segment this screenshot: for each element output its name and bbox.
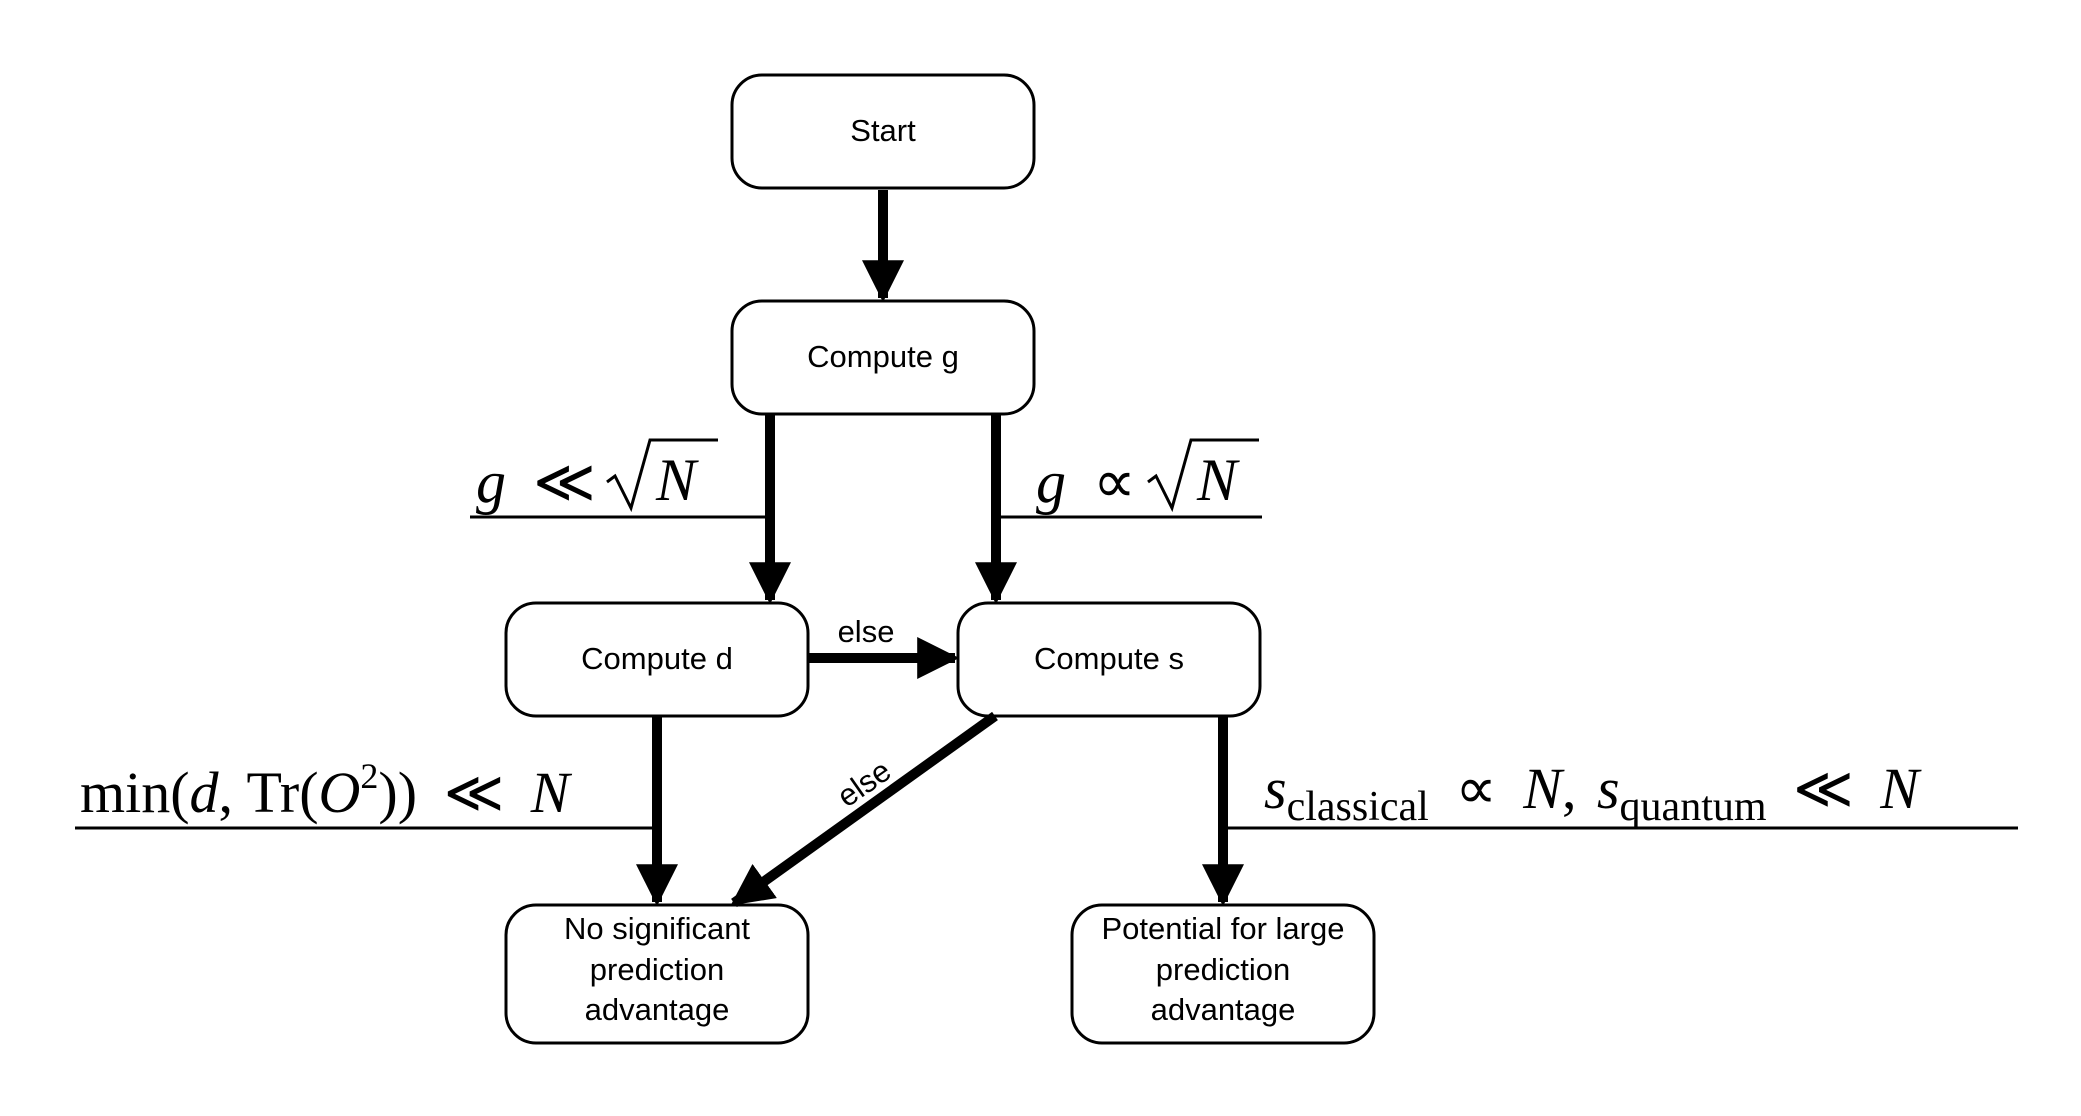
cond-g-small-sqrt-sign bbox=[606, 438, 718, 513]
cond-s-n1: N bbox=[1522, 756, 1565, 821]
node-no-advantage-line-2: prediction bbox=[590, 952, 724, 987]
cond-g-small-n: N bbox=[655, 447, 699, 513]
condition-s-classical-quantum: sclassical ∝ N, squantum ≪ N bbox=[1264, 756, 1922, 833]
cond-s-rel1: ∝ bbox=[1455, 756, 1496, 821]
svg-text:min(d, Tr(O2)) ≪ N: min(d, Tr(O2)) ≪ N bbox=[80, 756, 573, 825]
node-no-advantage-line-1: No significant bbox=[564, 911, 750, 946]
node-compute-g-label: Compute g bbox=[807, 339, 959, 374]
node-start: Start bbox=[730, 73, 1036, 190]
node-compute-d: Compute d bbox=[504, 601, 810, 718]
cond-g-prop-g: g bbox=[1036, 449, 1066, 515]
arrow-compute-s-to-no-advantage bbox=[730, 711, 998, 908]
cond-min-rel: ≪ bbox=[444, 760, 505, 825]
cond-s-sub2: quantum bbox=[1620, 784, 1767, 830]
node-large-advantage-line-3: advantage bbox=[1151, 992, 1296, 1027]
cond-s-comma: , bbox=[1562, 756, 1577, 821]
cond-g-small-g: g bbox=[476, 449, 506, 515]
condition-min-d-trace: min(d, Tr(O2)) ≪ N bbox=[80, 756, 573, 825]
cond-s-s1: s bbox=[1264, 756, 1287, 821]
cond-min-sep: , Tr( bbox=[219, 760, 319, 825]
cond-s-s2: s bbox=[1597, 756, 1620, 821]
cond-g-prop-rel: ∝ bbox=[1093, 449, 1136, 515]
edge-label-else-d-to-s: else bbox=[838, 614, 895, 649]
node-large-advantage-line-2: prediction bbox=[1156, 952, 1290, 987]
svg-text:g ∝: g ∝ bbox=[1036, 449, 1136, 515]
cond-min-close: )) bbox=[378, 760, 417, 825]
node-compute-s: Compute s bbox=[956, 601, 1262, 718]
svg-text:sclassical ∝ N,: sclassical ∝ N, squantum ≪ N bbox=[1264, 756, 1922, 833]
condition-g-proportional-sqrt-n: g ∝ N bbox=[1036, 438, 1259, 515]
node-potential-large-advantage: Potential for large prediction advantage bbox=[1070, 903, 1376, 1045]
svg-text:g ≪: g ≪ bbox=[476, 449, 596, 515]
cond-g-small-rel: ≪ bbox=[533, 449, 596, 515]
node-large-advantage-line-1: Potential for large bbox=[1102, 911, 1345, 946]
condition-g-much-less-sqrt-n: g ≪ N bbox=[476, 438, 718, 515]
node-compute-d-label: Compute d bbox=[581, 641, 733, 676]
node-compute-g: Compute g bbox=[730, 299, 1036, 416]
node-start-label: Start bbox=[850, 113, 916, 148]
cond-min-exp: 2 bbox=[360, 756, 378, 796]
node-no-advantage-line-3: advantage bbox=[585, 992, 730, 1027]
cond-s-sub1: classical bbox=[1287, 784, 1429, 830]
cond-min-n: N bbox=[530, 760, 573, 825]
cond-g-prop-n: N bbox=[1196, 447, 1240, 513]
node-compute-s-label: Compute s bbox=[1034, 641, 1184, 676]
cond-g-prop-sqrt-sign bbox=[1147, 438, 1259, 513]
cond-min-min: min( bbox=[80, 760, 190, 825]
cond-s-n2: N bbox=[1879, 756, 1922, 821]
cond-min-o: O bbox=[319, 760, 361, 825]
node-no-significant-advantage: No significant prediction advantage bbox=[504, 903, 810, 1045]
cond-min-d: d bbox=[190, 760, 220, 825]
cond-s-rel2: ≪ bbox=[1793, 756, 1854, 821]
